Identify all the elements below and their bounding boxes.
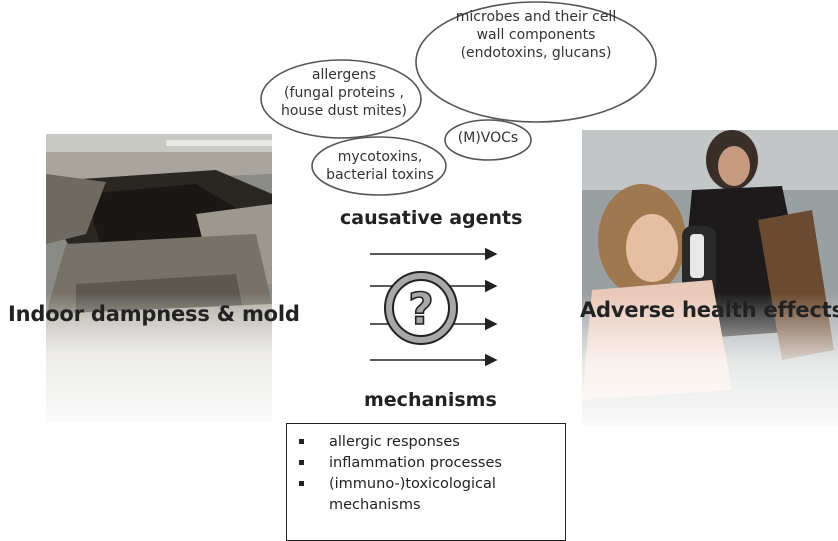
question-mark-icon: ? xyxy=(384,271,458,345)
mechanisms-list-box: allergic responses inflammation processe… xyxy=(286,423,566,541)
mvocs-text: (M)VOCs xyxy=(457,130,519,146)
causative-agents-heading: causative agents xyxy=(340,207,523,229)
mechanism-item: allergic responses xyxy=(297,432,565,453)
svg-text:?: ? xyxy=(408,284,434,335)
microbes-text: microbes and their cell wall components … xyxy=(455,9,617,61)
mechanism-arrows: ? xyxy=(370,247,498,367)
mycotoxins-text: mycotoxins, bacterial toxins xyxy=(326,149,434,183)
allergens-oval xyxy=(260,59,422,139)
mechanisms-heading: mechanisms xyxy=(364,389,497,411)
mechanism-item: inflammation processes xyxy=(297,453,565,474)
bullet-icon xyxy=(299,439,304,444)
mechanism-item: (immuno-)toxicological mechanisms xyxy=(297,474,565,516)
microbes-oval xyxy=(415,1,657,123)
health-effects-photo xyxy=(582,130,838,426)
bullet-icon xyxy=(299,460,304,465)
mechanisms-list: allergic responses inflammation processe… xyxy=(287,424,565,516)
mvocs-oval xyxy=(444,119,532,161)
bullet-icon xyxy=(299,481,304,486)
health-effects-label: Adverse health effects xyxy=(580,298,838,322)
mycotoxins-oval xyxy=(311,136,447,196)
dampness-mold-label: Indoor dampness & mold xyxy=(8,302,300,326)
allergens-text: allergens (fungal proteins , house dust … xyxy=(280,67,408,119)
dampness-mold-photo xyxy=(46,134,272,422)
